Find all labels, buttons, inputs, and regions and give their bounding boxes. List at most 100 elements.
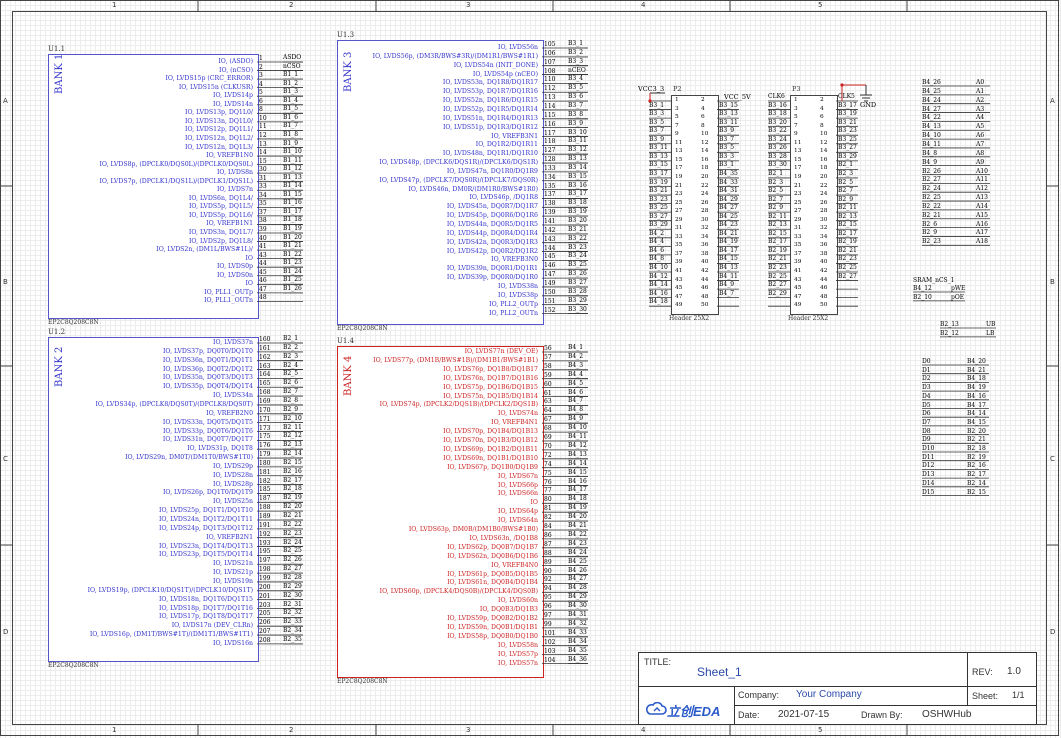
rev-label: REV: — [972, 667, 993, 677]
header-pin-even: 28 — [701, 208, 709, 215]
net-label: B4_26 — [568, 566, 587, 574]
pin-label: IO, LVDS67n — [498, 472, 538, 480]
pin-number: 200 — [259, 583, 271, 591]
net-label: B1_2 — [283, 79, 299, 87]
net-left: D5 — [922, 401, 931, 409]
header-net-right: B4_7 — [719, 289, 735, 297]
net-label: B3_17 — [568, 190, 587, 198]
net-right: B2_21 — [967, 436, 986, 444]
pin-number: 149 — [544, 279, 556, 287]
header-pin-even: 42 — [701, 268, 709, 274]
net-left: B4_22 — [922, 114, 941, 122]
net-left: B2_9 — [922, 229, 938, 237]
header-pin-odd: 31 — [794, 225, 802, 232]
pin-number: 90 — [544, 567, 552, 575]
net-right: B4_14 — [967, 410, 986, 418]
pin-number: 61 — [544, 389, 552, 397]
net-label: B4_30 — [568, 602, 587, 610]
pin-label: IO, LVDS63p, DM0B/(DM1B0/BWS#1B0) — [408, 526, 538, 533]
pin-label: IO, VREFB1N1 — [206, 220, 253, 228]
pin-label: IO, LVDS53p, DQ1R7/DQ1R16 — [442, 88, 538, 96]
net-label: B1_5 — [283, 105, 299, 113]
zone-left-label: C — [3, 455, 8, 463]
net-right: B4_16 — [967, 392, 986, 400]
header-net-left: B3_5 — [649, 118, 665, 126]
header-pin-even: 40 — [701, 259, 709, 266]
pin-label: IO — [245, 254, 253, 262]
pin-label: IO, LVDS29p — [213, 462, 253, 470]
net-label: B2_29 — [283, 582, 302, 590]
header-body — [790, 95, 838, 315]
pin-number: 187 — [259, 495, 271, 503]
pin-label: IO, LVDS46n, DM0R/(DM1R0/BWS#1R0) — [408, 185, 538, 193]
net-left: B4_24 — [922, 96, 941, 104]
pin-number: 191 — [259, 521, 271, 529]
header-net-left: B3_7 — [649, 127, 665, 135]
net-label: B4_9 — [568, 415, 584, 423]
pin-number: 6 — [259, 97, 263, 105]
header-net-left: B2_15 — [768, 229, 787, 237]
header-net-right: B3_7 — [719, 135, 735, 143]
pin-label: IO, LVDS48p, (DPCLK6/DQS1R)/(DPCLK6/DQS1… — [379, 159, 538, 167]
pin-number: 188 — [259, 504, 271, 512]
pin-label: IO, LVDS60p, (DPCLK4/DQS0B)/(DPCLK4/DQS0… — [379, 588, 538, 596]
pin-number: 10 — [259, 114, 267, 122]
net-right: B4_18 — [967, 375, 986, 383]
pin-number: 207 — [259, 628, 271, 636]
sheet-label: Sheet: — [972, 691, 999, 701]
header-net-right: B4_15 — [719, 255, 738, 263]
pin-label: IO, LVDS17n (DEV_CLRn) — [171, 622, 253, 630]
pin-label: IO, LVDS69n, DQ1B1/DQ1B10 — [443, 454, 538, 462]
net-right: pWE — [951, 285, 966, 292]
header-pin-even: 12 — [820, 139, 828, 146]
net-label: B1_15 — [283, 190, 302, 198]
net-left: B2_22 — [922, 202, 941, 210]
net-label: B4_5 — [568, 379, 584, 387]
net-label: B4_4 — [568, 370, 584, 378]
header-net-right: B3_9 — [719, 127, 735, 135]
header-pin-odd: 21 — [794, 182, 802, 189]
zone-bottom-label: 3 — [466, 726, 471, 734]
header-pin-odd: 45 — [675, 285, 683, 292]
net-left: B2_13 — [940, 321, 959, 328]
net-left: B2_12 — [940, 329, 959, 337]
net-label: B4_27 — [568, 575, 587, 583]
net-label: nCSO — [283, 62, 301, 70]
header-pin-even: 16 — [820, 156, 828, 163]
header-pin-odd: 41 — [794, 268, 802, 274]
net-label: B1_20 — [283, 233, 302, 241]
pin-label: IO, LVDS61p, DQ0B5/DQ1B5 — [447, 570, 538, 578]
pin-number: 147 — [544, 271, 556, 279]
net-left: D6 — [922, 410, 931, 418]
header-pin-even: 32 — [820, 225, 828, 232]
pin-number: 199 — [259, 574, 271, 582]
net-label: B3_29 — [568, 296, 587, 304]
header-net-right: B3_5 — [719, 144, 735, 152]
net-label: B4_24 — [568, 548, 587, 556]
header-net-left: B3_18 — [768, 110, 787, 118]
net-label: B2_18 — [283, 485, 302, 493]
header-pin-odd: 5 — [675, 114, 679, 121]
header-pin-even: 22 — [701, 182, 709, 189]
pin-number: 3 — [259, 72, 263, 80]
header-pin-odd: 9 — [794, 131, 798, 138]
net-label: B1_9 — [283, 139, 299, 147]
net-left: B2_23 — [922, 238, 941, 246]
pin-label: IO, LVDS15n (CLKUSR) — [178, 83, 253, 91]
pin-number: 171 — [259, 415, 271, 423]
pin-number: 113 — [544, 94, 556, 102]
pin-label: IO, LVDS54p (nCEO) — [472, 70, 538, 78]
header-net-left: B3_30 — [768, 161, 787, 169]
net-left: D10 — [922, 445, 935, 452]
net-right: B4_20 — [967, 358, 986, 365]
pin-label: IO, LVDS56n — [498, 44, 538, 51]
header-net-right: B2_15 — [838, 221, 857, 229]
title-label: TITLE: — [644, 657, 672, 667]
pin-number: 15 — [259, 157, 267, 165]
header-pin-even: 8 — [701, 122, 705, 129]
net-label: B3_3 — [568, 57, 584, 65]
pin-number: 56 — [544, 345, 552, 352]
net-label: B1_25 — [283, 276, 302, 284]
pin-label: IO, LVDS26p, DQ1T0/DQ1T9 — [162, 489, 253, 497]
header-pin-odd: 9 — [675, 131, 679, 138]
